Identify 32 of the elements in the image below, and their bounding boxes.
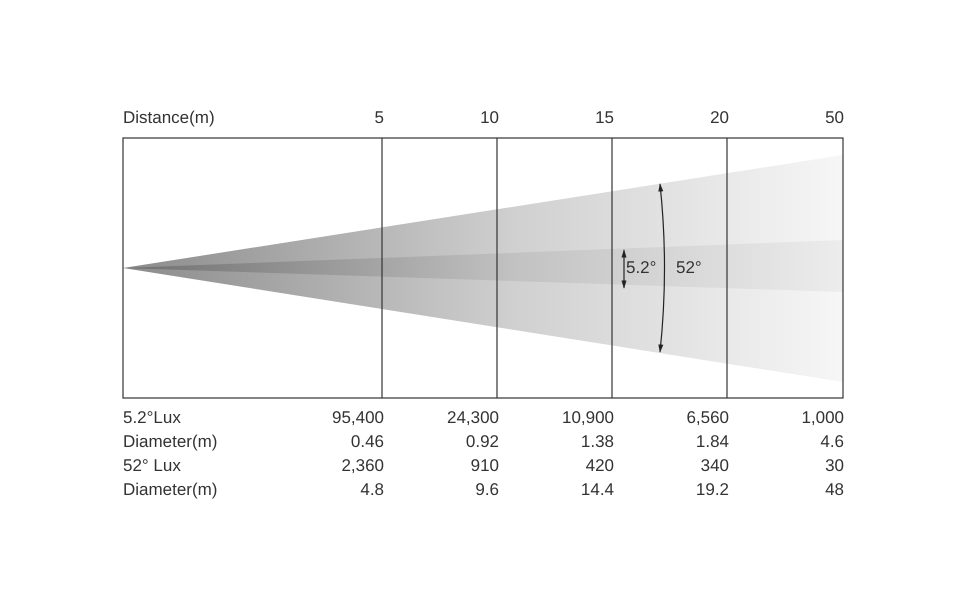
distance-value: 15 xyxy=(595,108,614,128)
table-cell: 19.2 xyxy=(696,480,729,500)
table-cell: 9.6 xyxy=(475,480,499,500)
table-cell: 0.46 xyxy=(350,432,384,452)
table-cell: 1.38 xyxy=(580,432,614,452)
angle-label: 52° xyxy=(676,258,702,278)
table-cell: 0.92 xyxy=(466,432,499,452)
table-cell: 30 xyxy=(825,456,844,476)
table-cell: 2,360 xyxy=(341,456,384,476)
row-header: 5.2°Lux xyxy=(123,408,181,428)
distance-value: 5 xyxy=(374,108,384,128)
table-cell: 24,300 xyxy=(447,408,499,428)
distance-value: 20 xyxy=(710,108,729,128)
table-cell: 4.6 xyxy=(820,432,844,452)
table-cell: 95,400 xyxy=(332,408,384,428)
table-cell: 10,900 xyxy=(562,408,614,428)
table-cell: 14.4 xyxy=(580,480,614,500)
row-header: Diameter(m) xyxy=(123,432,218,452)
table-cell: 4.8 xyxy=(360,480,384,500)
row-header: Diameter(m) xyxy=(123,480,218,500)
table-cell: 420 xyxy=(586,456,614,476)
table-cell: 910 xyxy=(470,456,499,476)
table-cell: 6,560 xyxy=(686,408,729,428)
table-cell: 340 xyxy=(700,456,729,476)
distance-value: 50 xyxy=(825,108,844,128)
angle-label: 5.2° xyxy=(626,258,656,278)
table-cell: 48 xyxy=(825,480,844,500)
axis-title: Distance(m) xyxy=(123,108,215,128)
distance-value: 10 xyxy=(480,108,499,128)
row-header: 52° Lux xyxy=(123,456,181,476)
table-cell: 1.84 xyxy=(696,432,729,452)
table-cell: 1,000 xyxy=(801,408,844,428)
